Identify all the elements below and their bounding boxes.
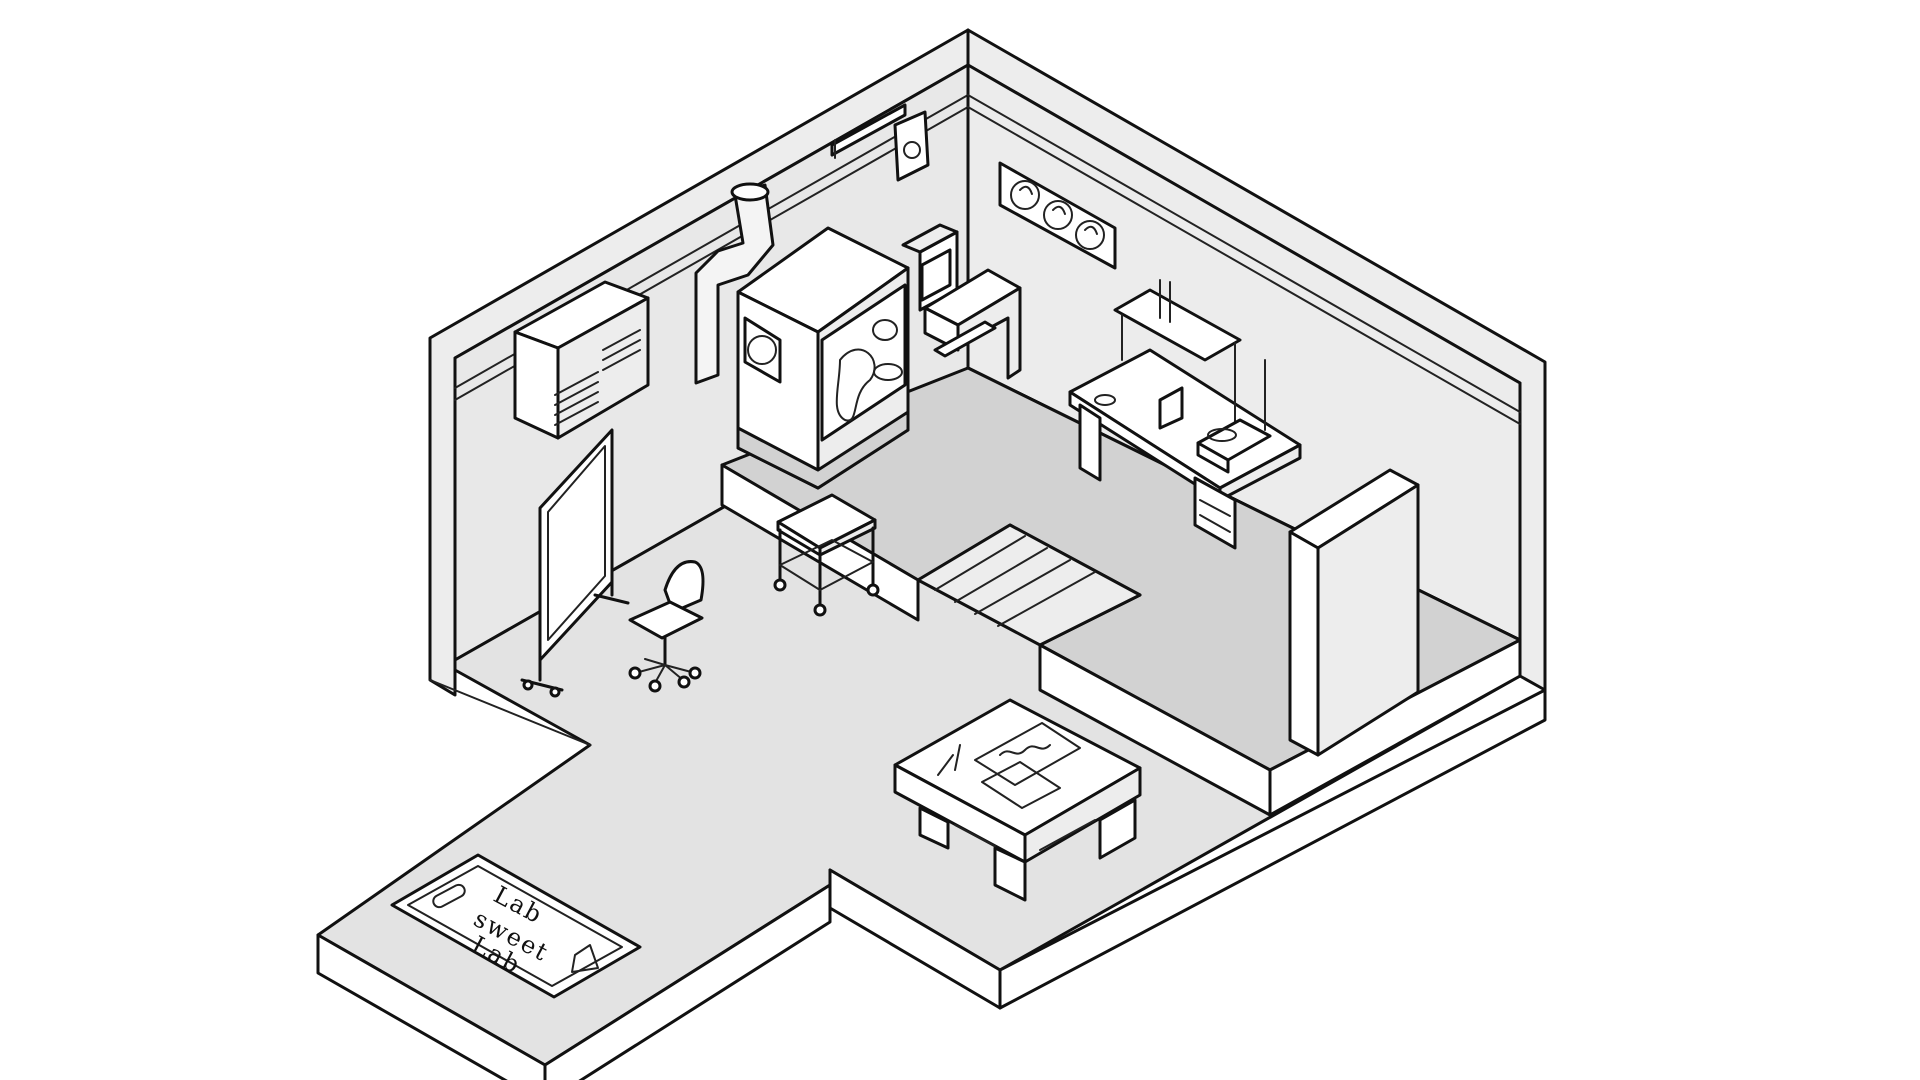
poster — [998, 161, 1117, 270]
computer-desk — [901, 223, 1022, 380]
exhaust-duct — [694, 182, 775, 385]
wall-vent — [830, 103, 907, 159]
lab-bench — [1068, 279, 1302, 550]
test-tube-icon — [432, 883, 466, 909]
fridge — [1288, 468, 1420, 757]
whiteboard — [520, 428, 630, 698]
center-table — [893, 698, 1142, 902]
cart — [773, 493, 880, 617]
office-chair — [628, 560, 705, 693]
flask-icon — [571, 944, 599, 973]
fume-hood — [736, 226, 910, 490]
fire-alarm — [893, 110, 930, 182]
steps — [916, 523, 1142, 647]
wall-cabinet — [513, 280, 650, 440]
doormat: Lab sweet Lab — [390, 853, 642, 999]
